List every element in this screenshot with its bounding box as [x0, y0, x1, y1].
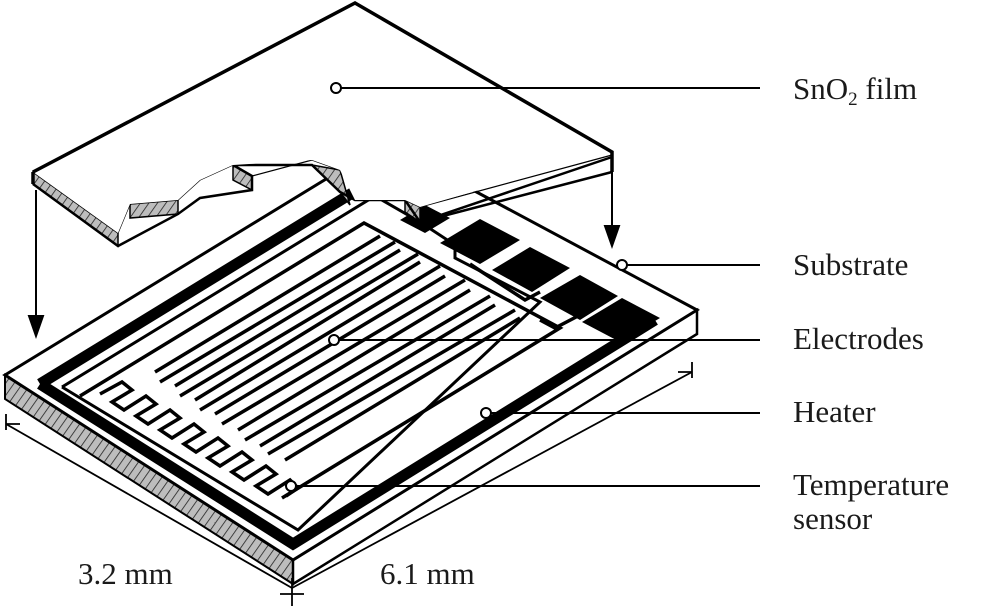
electrodes: [79, 220, 564, 500]
dimension-lines: [5, 362, 693, 606]
label-heater: Heater: [793, 394, 876, 429]
sno2-film: [31, 1, 614, 248]
assembly-arrows: [27, 172, 621, 340]
temperature-sensor-meander: [99, 379, 301, 498]
pad-leads: [469, 262, 579, 330]
dimension-width: 3.2 mm: [78, 556, 173, 591]
label-temperature: Temperature: [793, 467, 950, 502]
leader-lines: [285, 82, 760, 492]
label-sno2-film: SnO2 film: [793, 71, 918, 110]
label-electrodes: Electrodes: [793, 321, 924, 356]
label-substrate: Substrate: [793, 247, 909, 282]
dimension-length: 6.1 mm: [380, 556, 475, 591]
contact-pads: [400, 205, 660, 342]
label-sensor: sensor: [793, 501, 873, 536]
